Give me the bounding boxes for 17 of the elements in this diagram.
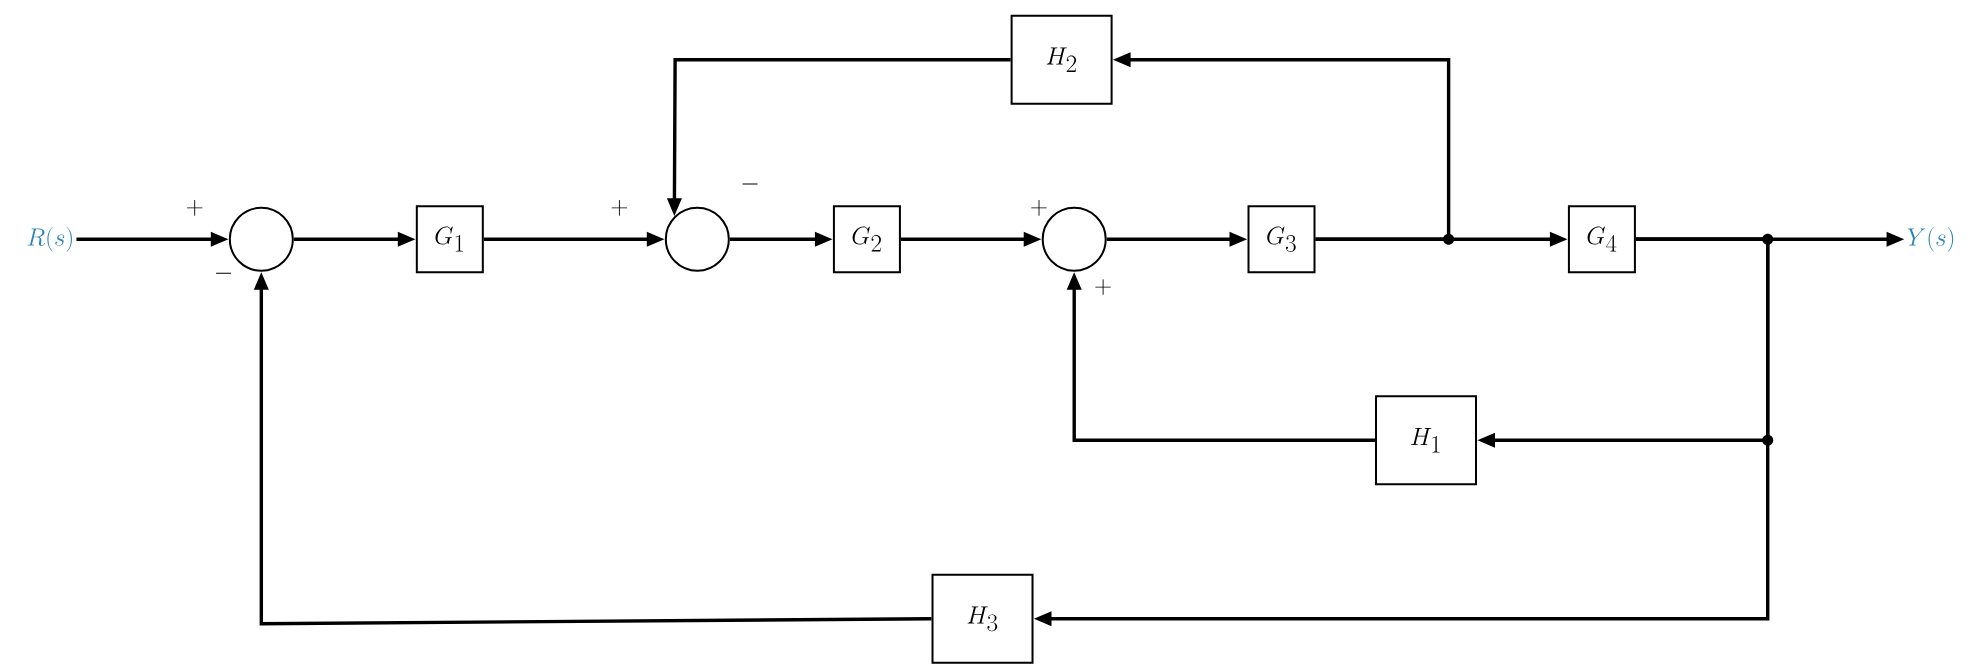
- summing-junction: [228, 206, 294, 272]
- transfer-function-box: $G_1$: [415, 205, 484, 274]
- summing-junction: [664, 206, 730, 272]
- transfer-function-box: $H_3$: [931, 573, 1034, 664]
- sign-label: $+$: [1031, 200, 1047, 216]
- sign-label: $-$: [216, 272, 232, 274]
- sign-label: $+$: [1095, 279, 1111, 295]
- transfer-function-box: $H_1$: [1375, 395, 1477, 486]
- transfer-function-box: $G_4$: [1567, 205, 1636, 274]
- transfer-function-box: $G_2$: [832, 205, 901, 274]
- transfer-function-box: $G_3$: [1247, 205, 1316, 274]
- sign-label: $+$: [186, 200, 203, 216]
- sign-label: $+$: [611, 200, 628, 216]
- transfer-function-box: $H_2$: [1010, 14, 1113, 105]
- signal-label: $Y(s)$: [1907, 226, 1954, 252]
- sign-label: $-$: [742, 183, 758, 185]
- signal-label: $R(s)$: [27, 226, 72, 252]
